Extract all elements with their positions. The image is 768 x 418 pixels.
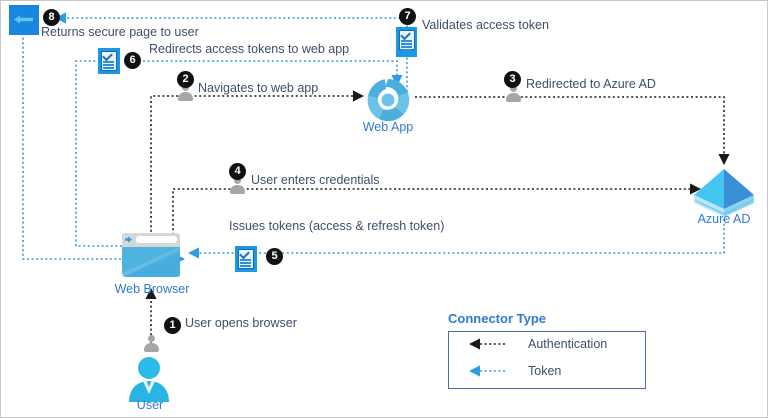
document-rule [103,64,114,66]
user-person-icon [129,357,169,402]
secure-page-icon [9,5,39,35]
person-body [178,92,193,101]
step-badge-6: 6 [124,52,141,69]
legend-label-authentication: Authentication [528,337,608,351]
step-label-1: User opens browser [185,316,297,330]
document-rule [401,40,412,42]
step-label-6: Redirects access tokens to web app [149,42,350,56]
person-head [510,85,517,92]
person-head [148,335,155,342]
node-label-user: User [136,398,164,412]
connector-step-8 [22,12,405,265]
legend-title: Connector Type [448,311,546,326]
globe-icon [367,78,410,122]
step-badge-1: 1 [164,317,181,334]
person-head [234,177,241,184]
step-label-3: Redirected to Azure AD [526,77,656,91]
node-label-azure-ad: Azure AD [697,212,751,226]
document-rule [401,43,412,45]
legend-label-token: Token [528,364,562,378]
step-badge-3: 3 [504,71,521,88]
document-rule [401,49,412,51]
step-badge-2: 2 [177,71,194,88]
person-body [230,185,245,194]
node-label-web-app: Web App [362,120,414,134]
connector-step-3 [415,96,730,166]
step-label-5: Issues tokens (access & refresh token) [229,219,445,233]
step-badge-7: 7 [399,8,416,25]
step-label-7: Validates access token [422,18,549,32]
node-label-web-browser: Web Browser [114,282,190,296]
step-badge-8: 8 [43,9,60,26]
document-rule [240,265,251,267]
legend-box [448,331,646,389]
document-rule [240,262,251,264]
document-rule [401,46,412,48]
person-mini-icon [506,85,521,102]
token-document-icon [235,246,257,272]
connector-step-2 [150,90,365,241]
person-body [144,343,159,352]
document-rule [103,67,114,69]
person-mini-icon [144,335,159,352]
document-rule [103,61,114,63]
connector-step-6 [75,60,403,247]
step-label-2: Navigates to web app [198,81,319,95]
browser-window-icon [122,233,180,277]
document-rule [240,259,251,261]
step-label-8: Returns secure page to user [41,25,199,39]
token-document-icon [396,27,417,57]
legend-connector-samples [468,338,505,377]
person-body [506,93,521,102]
connector-step-4 [172,183,702,244]
person-mini-icon [230,177,245,194]
step-label-4: User enters credentials [251,173,380,187]
left-arrow-glyph [14,15,33,24]
step-badge-4: 4 [229,163,246,180]
token-document-icon [98,48,120,74]
azure-ad-pyramid-icon [694,169,754,217]
step-badge-5: 5 [266,248,283,265]
connector-step-5 [187,219,725,259]
